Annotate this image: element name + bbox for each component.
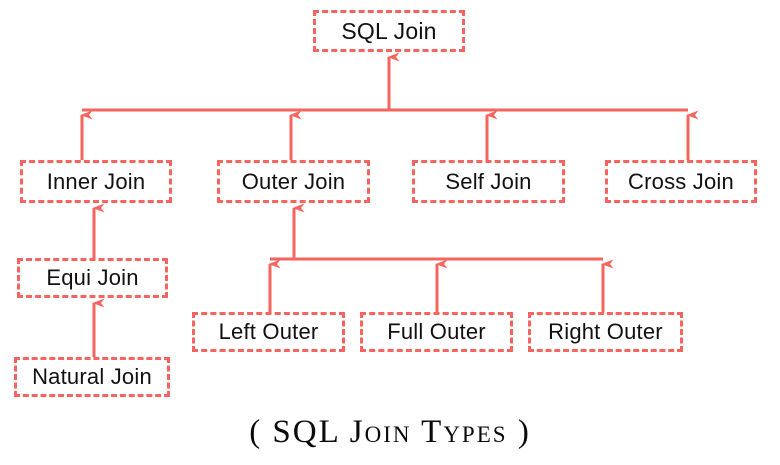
node-right-outer[interactable]: Right Outer bbox=[528, 312, 683, 352]
node-outer-join[interactable]: Outer Join bbox=[217, 160, 370, 203]
node-equi-join[interactable]: Equi Join bbox=[17, 258, 168, 298]
node-cross-join[interactable]: Cross Join bbox=[605, 160, 757, 203]
node-full-outer[interactable]: Full Outer bbox=[360, 312, 513, 352]
diagram-caption: ( SQL Join Types ) bbox=[249, 414, 531, 450]
node-natural-join[interactable]: Natural Join bbox=[14, 357, 170, 397]
node-left-outer[interactable]: Left Outer bbox=[192, 312, 345, 352]
node-sql-join[interactable]: SQL Join bbox=[313, 10, 465, 52]
node-inner-join[interactable]: Inner Join bbox=[20, 160, 172, 203]
node-self-join[interactable]: Self Join bbox=[412, 160, 565, 203]
